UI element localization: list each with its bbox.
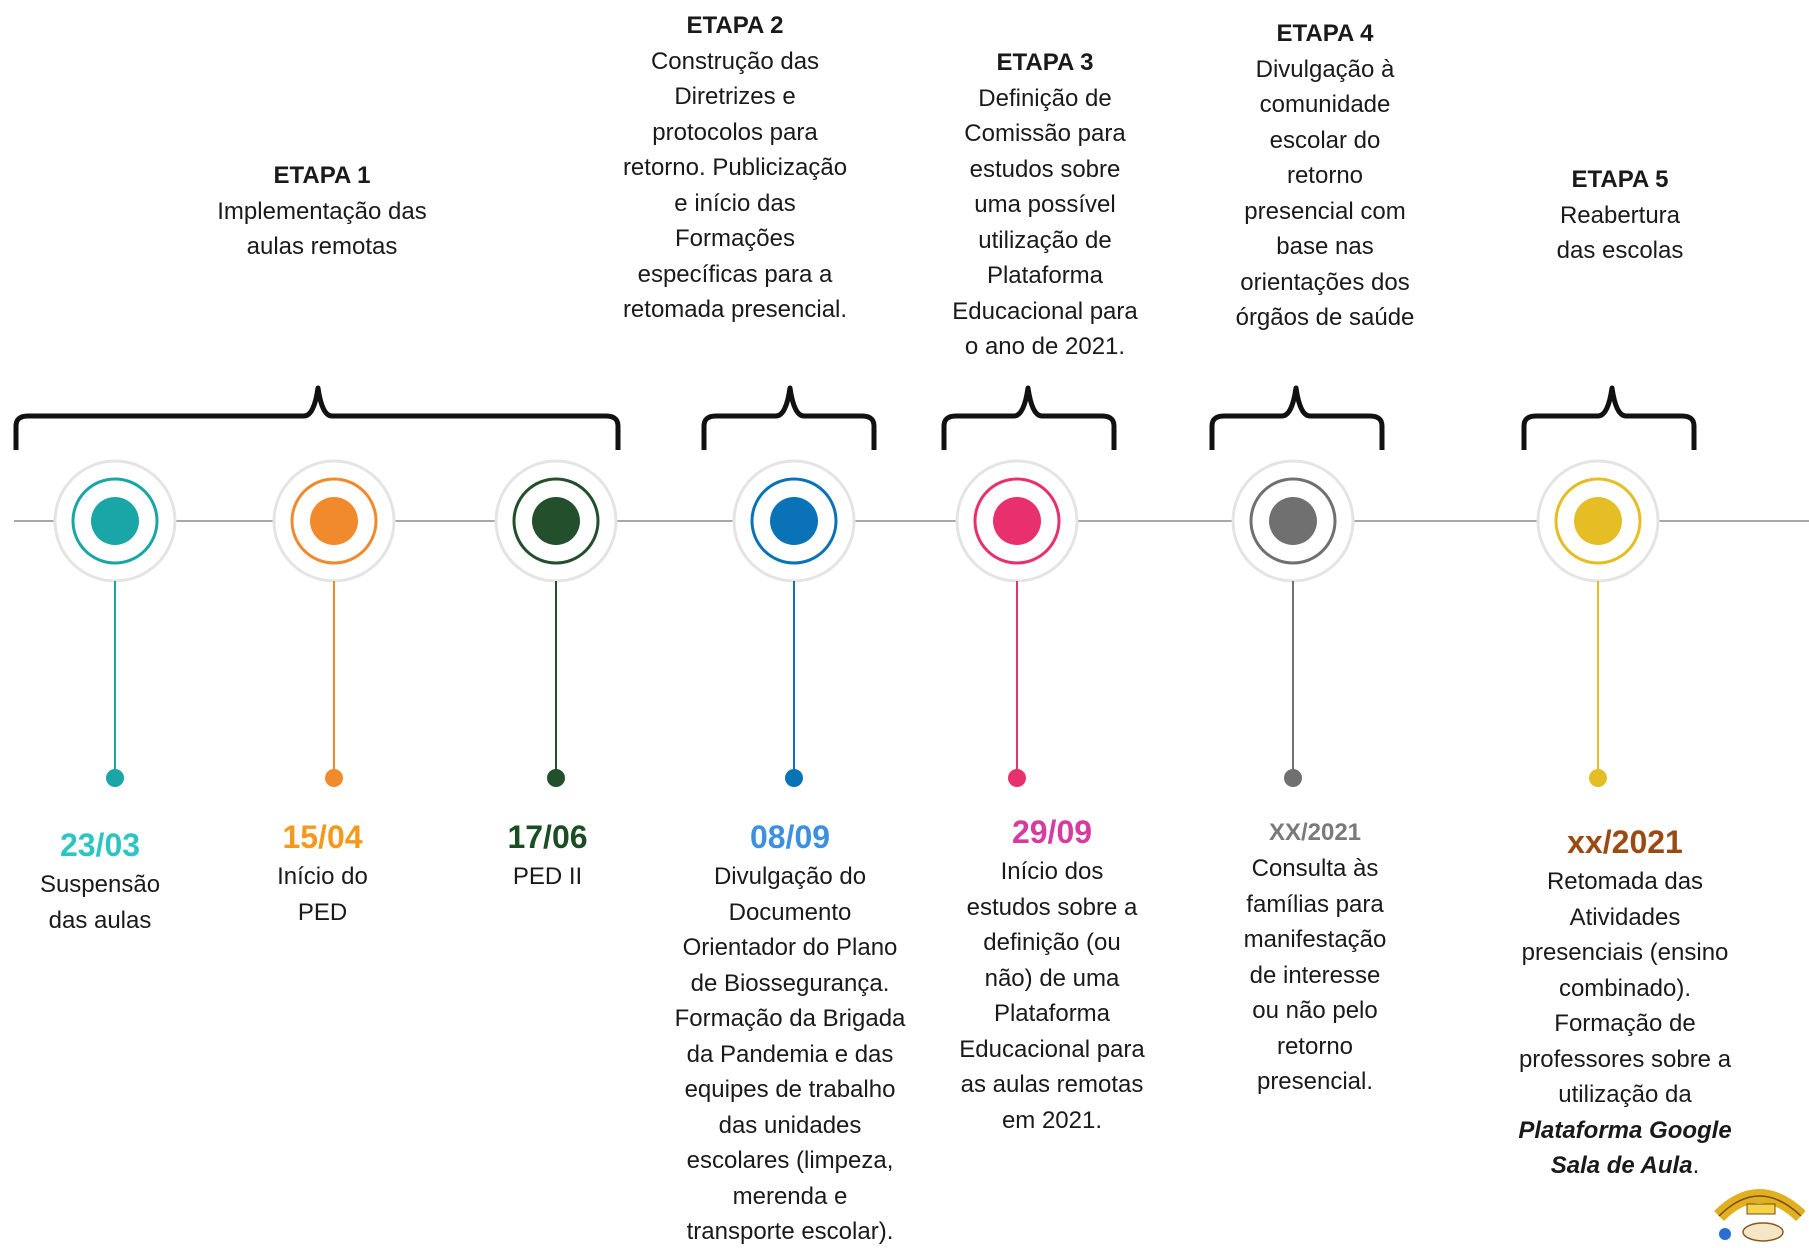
stage-1: ETAPA 1 Implementação das aulas remotas <box>182 158 462 265</box>
timeline-node <box>53 459 177 787</box>
node-end-dot <box>106 769 124 787</box>
event-2: 15/04 Início do PED <box>240 815 405 930</box>
stage-title: ETAPA 1 <box>273 162 371 189</box>
node-dot <box>993 497 1041 545</box>
timeline-node <box>732 459 856 787</box>
stage-description: Construção das Diretrizes e protocolos p… <box>622 47 848 324</box>
stage-title: ETAPA 2 <box>686 12 784 39</box>
stage-title: ETAPA 4 <box>1276 20 1374 47</box>
stage-title: ETAPA 3 <box>996 49 1094 76</box>
stage-4: ETAPA 4 Divulgação à comunidade escolar … <box>1210 16 1440 336</box>
node-end-dot <box>1589 769 1607 787</box>
stage-braces <box>13 385 1697 450</box>
timeline-node <box>494 459 618 787</box>
stage-description: Divulgação à comunidade escolar do retor… <box>1235 55 1415 332</box>
node-dot <box>1269 497 1317 545</box>
event-text: Início do PED <box>277 863 368 926</box>
node-dot <box>91 497 139 545</box>
stage-brace <box>941 385 1117 450</box>
event-7: xx/2021 Retomada das Atividades presenci… <box>1485 820 1765 1184</box>
event-4: 08/09 Divulgação do Documento Orientador… <box>650 815 930 1248</box>
timeline-node <box>1536 459 1660 787</box>
event-6: XX/2021 Consulta às famílias para manife… <box>1205 815 1425 1100</box>
stage-description: Implementação das aulas remotas <box>217 197 427 261</box>
node-end-dot <box>325 769 343 787</box>
event-1: 23/03 Suspensão das aulas <box>20 823 180 938</box>
timeline-node <box>272 459 396 787</box>
event-text: PED II <box>512 863 583 890</box>
node-dot <box>532 497 580 545</box>
event-text: Início dos estudos sobre a definição (ou… <box>959 858 1145 1134</box>
event-date: 15/04 <box>282 819 363 855</box>
event-3: 17/06 PED II <box>470 815 625 895</box>
event-text: Divulgação do Documento Orientador do Pl… <box>674 863 906 1245</box>
event-text: Consulta às famílias para manifestação d… <box>1243 855 1387 1095</box>
stage-brace <box>701 385 877 450</box>
node-dot <box>770 497 818 545</box>
stage-title: ETAPA 5 <box>1571 166 1669 193</box>
stage-description: Reabertura das escolas <box>1556 201 1684 265</box>
stage-5: ETAPA 5 Reabertura das escolas <box>1520 162 1720 269</box>
stage-2: ETAPA 2 Construção das Diretrizes e prot… <box>600 8 870 328</box>
node-end-dot <box>1008 769 1026 787</box>
event-emphasis: Plataforma Google Sala de Aula <box>1518 1116 1732 1180</box>
event-date: XX/2021 <box>1268 819 1362 846</box>
node-end-dot <box>785 769 803 787</box>
event-date: 17/06 <box>507 819 588 855</box>
event-date: 29/09 <box>1011 814 1093 850</box>
stage-brace <box>13 385 621 450</box>
event-tail: . <box>1692 1152 1700 1179</box>
node-dot <box>1574 497 1622 545</box>
event-text: Retomada das Atividades presenciais (ens… <box>1518 868 1732 1108</box>
event-date: xx/2021 <box>1567 824 1683 860</box>
colecao-escola-logo <box>1714 1189 1805 1242</box>
stage-3: ETAPA 3 Definição de Comissão para estud… <box>930 45 1160 365</box>
event-5: 29/09 Início dos estudos sobre a definiç… <box>932 810 1172 1138</box>
event-date: 23/03 <box>59 827 141 863</box>
timeline-nodes <box>53 459 1660 787</box>
event-text: Suspensão das aulas <box>39 871 161 934</box>
node-dot <box>310 497 358 545</box>
timeline-node <box>955 459 1079 787</box>
stage-brace <box>1209 385 1385 450</box>
node-end-dot <box>1284 769 1302 787</box>
stage-brace <box>1521 385 1697 450</box>
node-end-dot <box>547 769 565 787</box>
event-date: 08/09 <box>749 819 831 855</box>
timeline-node <box>1231 459 1355 787</box>
stage-description: Definição de Comissão para estudos sobre… <box>952 84 1138 361</box>
